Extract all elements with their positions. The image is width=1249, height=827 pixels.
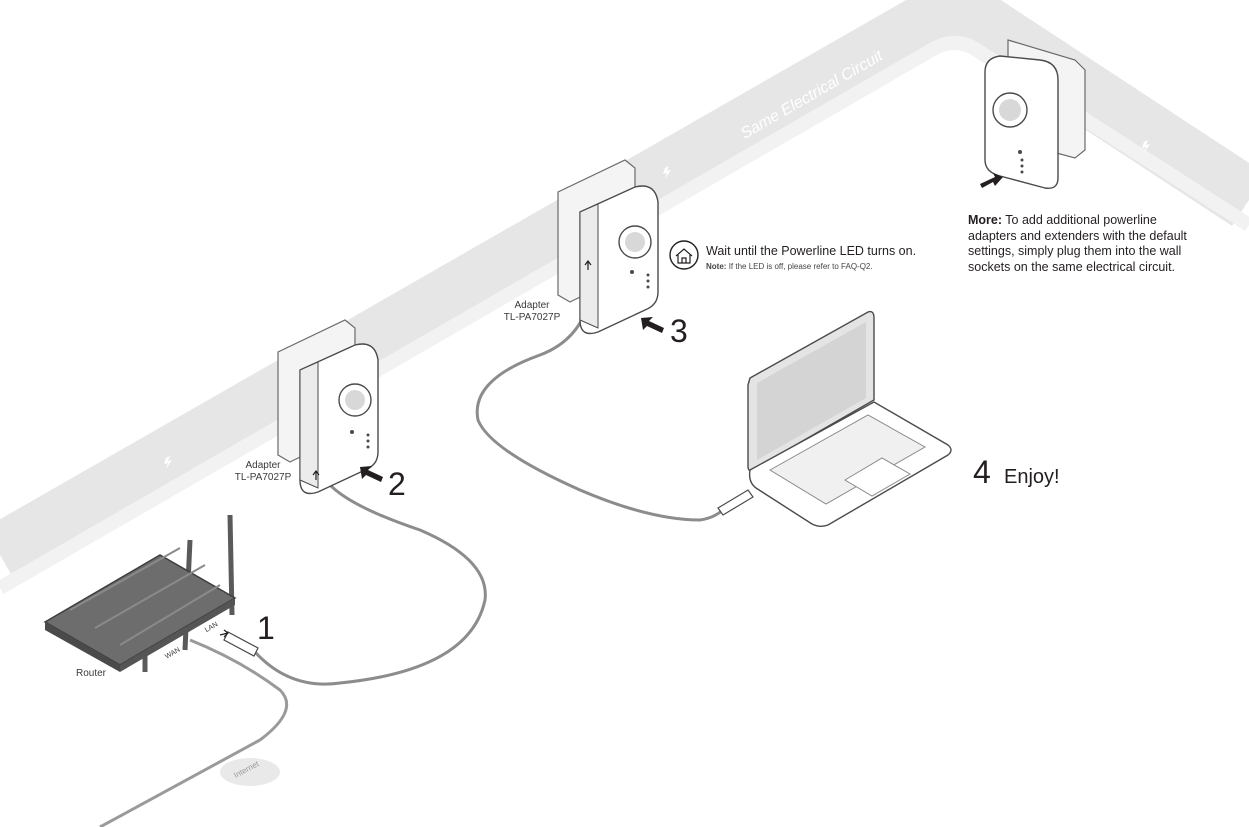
more-note-label: More: [968,213,1003,227]
lightning-icon [663,166,671,179]
laptop [747,310,952,527]
step-3-number: 3 [670,313,688,349]
arrow-icon [360,466,383,482]
more-note-text: To add additional powerline adapters and… [968,213,1187,274]
more-note: More: To add additional powerline adapte… [968,213,1203,275]
arrow-icon [312,470,320,480]
powerline-adapter-2 [557,159,659,335]
internet-cloud-icon [220,758,280,786]
arrow-icon [584,260,592,270]
tp-link-logo-icon [1018,150,1022,154]
background-shape [850,700,1249,827]
powerline-adapter-3 [984,39,1086,189]
led-note-label: Note: [706,262,727,271]
powerline-adapter-1 [277,319,379,495]
router-label: Router [76,668,107,679]
arrow-icon [980,173,1003,188]
powerline-led-house-icon [669,240,699,270]
enjoy-text: Enjoy! [1004,466,1060,488]
tp-link-logo-icon [630,270,634,274]
arrow-icon [219,629,229,638]
led-instruction: Wait until the Powerline LED turns on. [706,244,917,258]
tp-link-logo-icon [350,430,354,434]
lightning-icon [1142,140,1150,153]
adapter-1-label-line1: Adapter [245,460,281,471]
step-2-number: 2 [388,466,406,502]
led-note: Note: If the LED is off, please refer to… [706,262,873,271]
ethernet-cable-1 [253,469,487,686]
led-note-text: If the LED is off, please refer to FAQ-Q… [728,262,873,271]
ethernet-plug [717,489,754,516]
electrical-circuit-band [0,0,1249,595]
internet-cable [99,638,289,827]
adapter-1-label-line2: TL-PA7027P [234,472,292,483]
arrow-icon [641,317,664,333]
step-1-number: 1 [257,610,275,646]
router [43,514,237,672]
ethernet-cable-2 [475,297,727,522]
adapter-1-label: Adapter TL-PA7027P [228,460,298,484]
adapter-2-label: Adapter TL-PA7027P [497,300,567,324]
ethernet-plug [223,631,259,657]
adapter-2-label-line2: TL-PA7027P [503,312,561,323]
lightning-icon [164,456,172,469]
adapter-2-label-line1: Adapter [514,300,550,311]
step-4-number: 4 [973,454,991,490]
